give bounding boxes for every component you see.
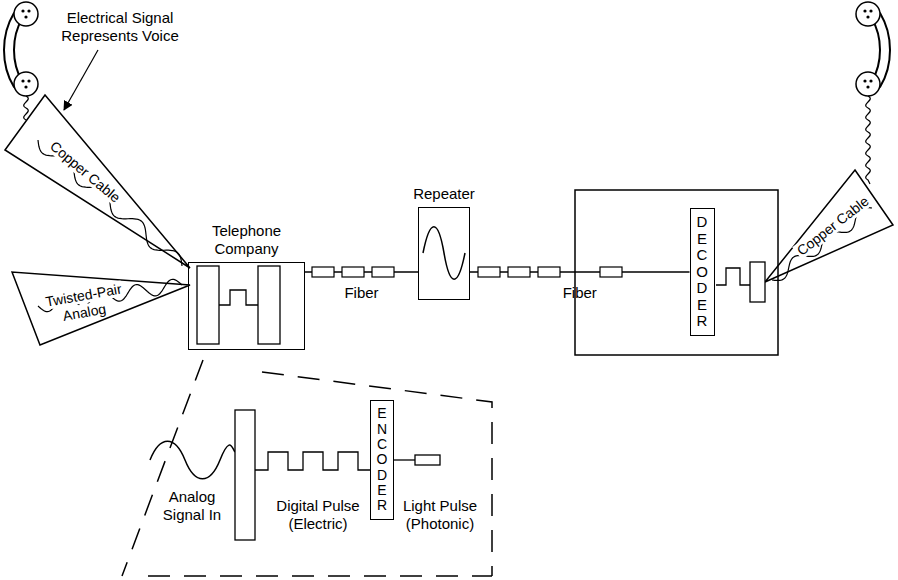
cable-label: Copper Cable <box>45 137 125 208</box>
telephone-company-box: Telephone Company <box>188 262 305 350</box>
telephone-handset <box>24 15 27 18</box>
analog-signal <box>150 441 235 479</box>
light-pulse <box>342 267 364 277</box>
converter-bar <box>235 410 255 540</box>
digital-pulse <box>716 268 750 285</box>
telephone-handset <box>27 9 30 12</box>
signal-label: Analog Signal In <box>163 488 221 523</box>
copper-cable-wedge <box>12 272 190 345</box>
cable-label: Copper Cable <box>45 137 125 207</box>
telephone-handset <box>27 79 30 82</box>
telephone-handset <box>21 9 24 12</box>
cable-label: Twisted-Pair Analog <box>36 279 132 328</box>
cable-label: Twisted-Pair Analog <box>42 281 123 324</box>
handset-cord <box>24 96 29 120</box>
cable-label: Copper Cable <box>792 192 873 260</box>
node-label: Telephone Company <box>197 222 297 258</box>
vertical-label: ENCODER <box>375 406 389 514</box>
telephone-handset <box>876 16 885 84</box>
signal-label: Digital Pulse (Electric) <box>263 497 373 533</box>
light-pulse <box>415 455 440 465</box>
telephone-handset <box>21 79 24 82</box>
telephone-handset <box>856 2 880 26</box>
cable-label: Copper Cable <box>792 192 874 261</box>
telephone-handset <box>863 9 866 12</box>
zoom-outline <box>148 575 492 577</box>
light-pulse <box>508 267 530 277</box>
node-label: Repeater <box>399 185 489 203</box>
decoder-box: DECODER <box>690 208 715 336</box>
switch-equipment <box>219 290 258 305</box>
light-pulse <box>538 267 560 277</box>
telephone-handset <box>869 9 872 12</box>
fiber-connector <box>470 271 690 273</box>
zoom-outline <box>262 372 492 576</box>
repeater-sine <box>423 227 465 280</box>
handset-cord <box>866 96 871 184</box>
copper-cable-wedge <box>5 95 190 268</box>
vertical-label: DECODER <box>695 214 710 330</box>
telephone-handset <box>869 79 872 82</box>
telephone-handset <box>866 15 869 18</box>
zoom-outline <box>122 360 492 576</box>
telephone-handset <box>863 79 866 82</box>
switch-equipment <box>258 266 280 344</box>
telephone-handset <box>9 2 38 96</box>
light-pulse <box>312 267 334 277</box>
telephone-handset <box>24 85 27 88</box>
signal-label: Digital Pulse (Electric) <box>276 497 359 532</box>
telephone-handset <box>9 16 18 84</box>
annotation-label: Electrical Signal Represents Voice <box>55 9 185 45</box>
encoder-box: ENCODER <box>370 400 394 520</box>
digital-pulse <box>255 452 375 470</box>
annotation-label: Electrical Signal Represents Voice <box>61 9 179 44</box>
fiber-label: Fiber <box>344 284 378 301</box>
fiber-label: Fiber <box>563 284 597 302</box>
signal-label: Analog Signal In <box>156 488 228 524</box>
copper-cable-wedge <box>765 170 893 282</box>
switch-equipment <box>197 266 280 344</box>
signal-label: Light Pulse (Photonic) <box>403 497 477 532</box>
telephone-handset <box>14 72 38 96</box>
light-pulse <box>478 267 500 277</box>
telephone-handset <box>9 16 18 84</box>
light-pulse <box>372 267 394 277</box>
converter-box <box>750 262 765 302</box>
repeater-box: Repeater <box>418 207 470 300</box>
switch-equipment <box>197 266 219 344</box>
telephone-handset <box>856 72 880 96</box>
signal-label: Light Pulse (Photonic) <box>399 497 481 533</box>
telephone-handset <box>14 2 38 26</box>
telephone-handset <box>876 16 885 84</box>
light-pulse <box>312 267 622 277</box>
telephone-handset <box>856 2 885 96</box>
light-pulse <box>600 267 622 277</box>
telephone-handset <box>866 85 869 88</box>
fiber-label: Fiber <box>563 284 597 301</box>
leader-arrow <box>64 50 98 110</box>
zoom-outline <box>122 360 203 576</box>
voice-signal-wave <box>38 140 872 312</box>
fiber-label: Fiber <box>344 284 378 302</box>
